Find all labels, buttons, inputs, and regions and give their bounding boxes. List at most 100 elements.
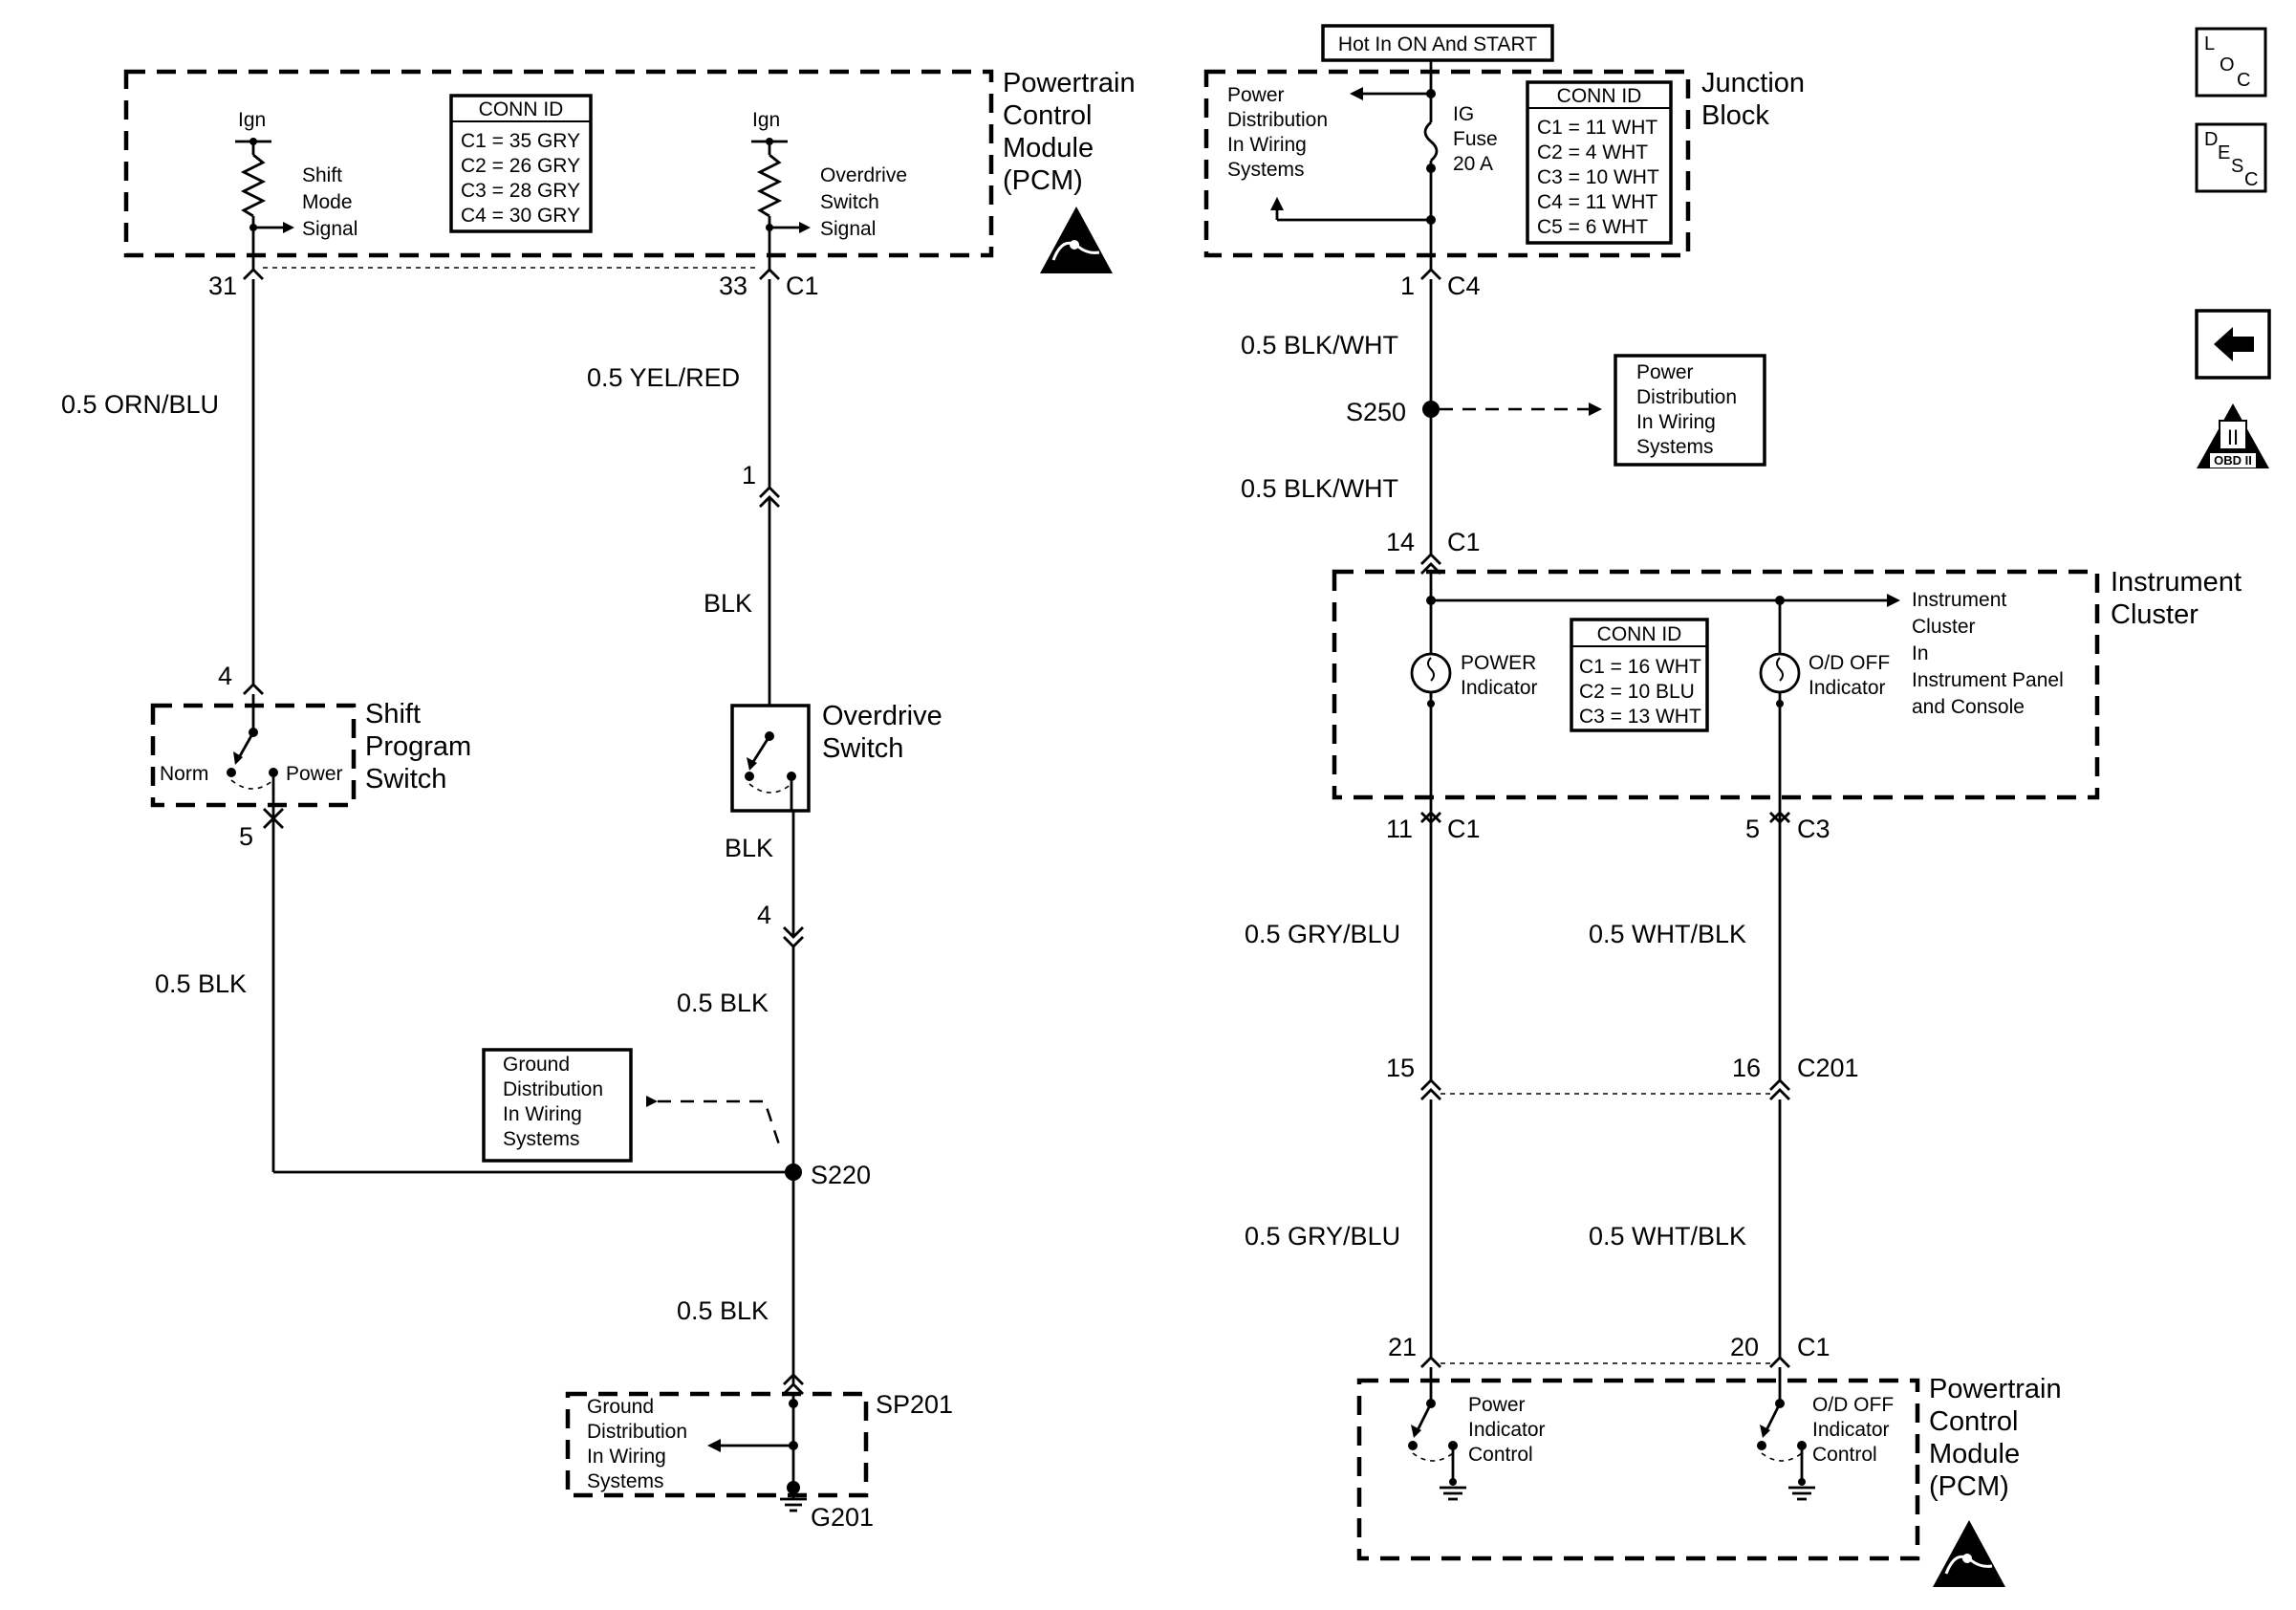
svg-text:CONN ID: CONN ID — [479, 98, 564, 120]
instrument-cluster-box — [1332, 569, 2100, 800]
back-arrow-icon — [2214, 327, 2254, 361]
splice-s220 — [785, 1164, 802, 1181]
shift-mode-signal-label: Shift Mode Signal — [302, 164, 357, 240]
pin-1-left: 1 — [742, 461, 756, 490]
svg-text:C3 = 13 WHT: C3 = 13 WHT — [1579, 706, 1701, 728]
ground-distribution-box: Ground Distribution In Wiring Systems — [482, 1048, 633, 1163]
svg-text:Power: Power — [1227, 84, 1285, 106]
svg-text:Shift: Shift — [365, 699, 421, 729]
power-indicator-control-label: Power Indicator Control — [1468, 1394, 1546, 1466]
obd-ii-button[interactable]: II OBD II — [2197, 403, 2269, 468]
wire-label-gry-blu-2: 0.5 GRY/BLU — [1245, 1222, 1400, 1251]
arrow-right-icon — [283, 222, 294, 233]
junction-block-label: Junction Block — [1701, 68, 1805, 131]
pin-21: 21 — [1388, 1333, 1417, 1361]
svg-text:20 A: 20 A — [1453, 153, 1493, 175]
svg-text:In Wiring: In Wiring — [503, 1103, 582, 1125]
connector-symbol — [243, 268, 264, 280]
pin-20: 20 — [1730, 1333, 1759, 1361]
pin-16: 16 — [1732, 1054, 1761, 1082]
svg-text:Distribution: Distribution — [503, 1078, 603, 1100]
pin-1-right: 1 — [1400, 272, 1415, 300]
connector-c201: C201 — [1797, 1054, 1859, 1082]
svg-text:Module: Module — [1003, 133, 1094, 163]
fuse-label: IG Fuse 20 A — [1453, 103, 1498, 175]
ground-icon — [1788, 1478, 1815, 1501]
svg-text:C5 = 6 WHT: C5 = 6 WHT — [1537, 216, 1648, 238]
connector-c3: C3 — [1797, 815, 1830, 843]
shift-program-switch-label: Shift Program Switch — [365, 699, 471, 794]
svg-text:Distribution: Distribution — [587, 1421, 687, 1443]
svg-text:Program: Program — [365, 731, 471, 762]
svg-text:Module: Module — [1929, 1439, 2020, 1469]
splice-s220-label: S220 — [811, 1161, 871, 1189]
wire-label-wht-blk-2: 0.5 WHT/BLK — [1589, 1222, 1746, 1251]
power-label: Power — [286, 763, 343, 785]
wire-label-wht-blk-1: 0.5 WHT/BLK — [1589, 920, 1746, 948]
connector-c4: C4 — [1447, 272, 1481, 300]
svg-text:Signal: Signal — [302, 218, 357, 240]
svg-text:Control: Control — [1468, 1444, 1533, 1466]
back-button[interactable] — [2195, 309, 2271, 380]
pin-15: 15 — [1386, 1054, 1415, 1082]
svg-text:Control: Control — [1003, 100, 1093, 131]
svg-text:Power: Power — [1636, 361, 1694, 383]
pcm-box-right — [1356, 1378, 1920, 1561]
ign-label-1: Ign — [238, 109, 266, 131]
wire-label-05blk-mid: 0.5 BLK — [677, 989, 769, 1017]
shift-program-switch-box — [150, 703, 357, 808]
svg-text:C4 = 30 GRY: C4 = 30 GRY — [461, 205, 580, 227]
svg-text:Cluster: Cluster — [1912, 616, 1976, 638]
svg-text:Ground: Ground — [503, 1054, 570, 1076]
wire-label-blk-wht-1: 0.5 BLK/WHT — [1241, 331, 1398, 359]
svg-text:CONN ID: CONN ID — [1557, 85, 1642, 107]
svg-text:Distribution: Distribution — [1227, 109, 1328, 131]
resistor-icon — [756, 153, 783, 218]
svg-text:E: E — [2218, 142, 2230, 163]
overdrive-switch-box — [730, 704, 811, 813]
junction-block-box — [1203, 69, 1691, 258]
svg-text:C3 = 10 WHT: C3 = 10 WHT — [1537, 166, 1659, 188]
svg-text:L: L — [2204, 33, 2215, 54]
svg-text:Instrument: Instrument — [2111, 567, 2242, 598]
resistor-icon — [240, 153, 267, 218]
desc-button[interactable]: D E S C — [2195, 122, 2267, 193]
svg-text:Switch: Switch — [365, 764, 446, 794]
fuse-icon — [1423, 120, 1439, 163]
svg-text:In Wiring: In Wiring — [1227, 134, 1307, 156]
svg-text:Switch: Switch — [820, 191, 879, 213]
svg-text:Indicator: Indicator — [1809, 677, 1886, 699]
svg-text:Indicator: Indicator — [1461, 677, 1538, 699]
svg-text:S: S — [2231, 156, 2243, 177]
svg-text:Switch: Switch — [822, 733, 903, 764]
svg-text:In: In — [1912, 642, 1929, 664]
svg-text:C: C — [2237, 70, 2250, 91]
hot-in-label: Hot In ON And START — [1338, 33, 1537, 55]
svg-text:Control: Control — [1929, 1406, 2019, 1437]
pin-31: 31 — [208, 272, 237, 300]
svg-text:Signal: Signal — [820, 218, 876, 240]
overdrive-switch-signal-label: Overdrive Switch Signal — [820, 164, 907, 240]
junction-block-conn-id-table: CONN ID C1 = 11 WHT C2 = 4 WHT C3 = 10 W… — [1526, 80, 1673, 245]
splice-s250 — [1422, 401, 1440, 418]
svg-text:Systems: Systems — [587, 1470, 664, 1492]
svg-text:C2 = 4 WHT: C2 = 4 WHT — [1537, 141, 1648, 163]
pin-14: 14 — [1386, 528, 1415, 556]
wire-label-blk-b: BLK — [725, 834, 773, 862]
connector-symbol — [759, 268, 780, 280]
svg-text:Mode: Mode — [302, 191, 353, 213]
svg-text:Block: Block — [1701, 100, 1769, 131]
power-distribution-box-2: Power Distribution In Wiring Systems — [1614, 354, 1766, 467]
pin-4-od: 4 — [757, 901, 771, 929]
svg-text:Systems: Systems — [503, 1128, 580, 1150]
svg-text:Systems: Systems — [1636, 436, 1714, 458]
svg-text:Overdrive: Overdrive — [822, 701, 942, 731]
ic-note-label: Instrument Cluster In Instrument Panel a… — [1912, 589, 2064, 718]
svg-text:Cluster: Cluster — [2111, 599, 2199, 630]
pin-5: 5 — [239, 822, 253, 851]
svg-text:C: C — [2244, 169, 2258, 190]
loc-button[interactable]: L O C — [2195, 27, 2267, 98]
svg-text:Distribution: Distribution — [1636, 386, 1737, 408]
svg-text:D: D — [2204, 129, 2218, 150]
